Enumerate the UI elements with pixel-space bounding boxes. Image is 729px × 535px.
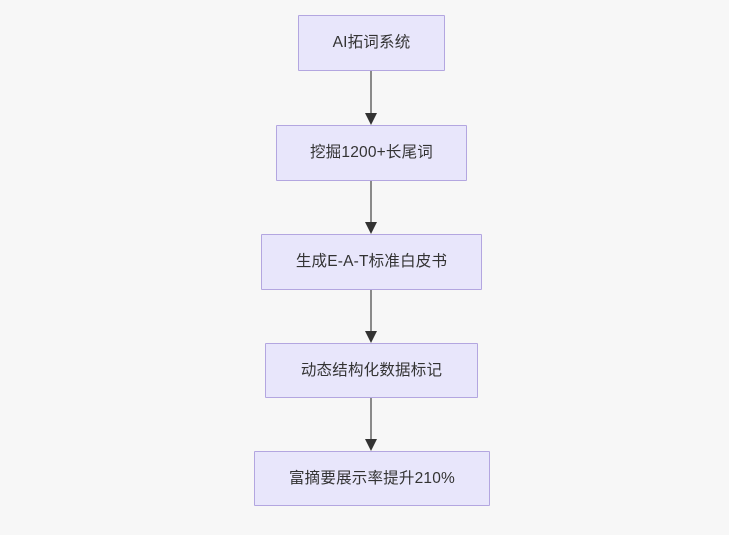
edge-n3-n4 xyxy=(365,290,377,343)
flowchart-node-mine-longtail-keywords[interactable]: 挖掘1200+长尾词 xyxy=(276,125,467,181)
flowchart-node-ai-keyword-system[interactable]: AI拓词系统 xyxy=(298,15,445,71)
node-label: 挖掘1200+长尾词 xyxy=(309,144,434,162)
edge-n2-n3 xyxy=(365,181,377,234)
flowchart-node-rich-snippet-impression-lift[interactable]: 富摘要展示率提升210% xyxy=(254,451,490,506)
node-label: 生成E-A-T标准白皮书 xyxy=(295,253,448,271)
node-label: AI拓词系统 xyxy=(332,34,411,52)
node-label: 富摘要展示率提升210% xyxy=(288,469,456,487)
flowchart-node-generate-eat-whitepaper[interactable]: 生成E-A-T标准白皮书 xyxy=(261,234,482,290)
edge-n1-n2 xyxy=(365,71,377,125)
edge-n4-n5 xyxy=(365,398,377,451)
node-label: 动态结构化数据标记 xyxy=(300,361,443,379)
flowchart-node-dynamic-structured-data-markup[interactable]: 动态结构化数据标记 xyxy=(265,343,478,398)
